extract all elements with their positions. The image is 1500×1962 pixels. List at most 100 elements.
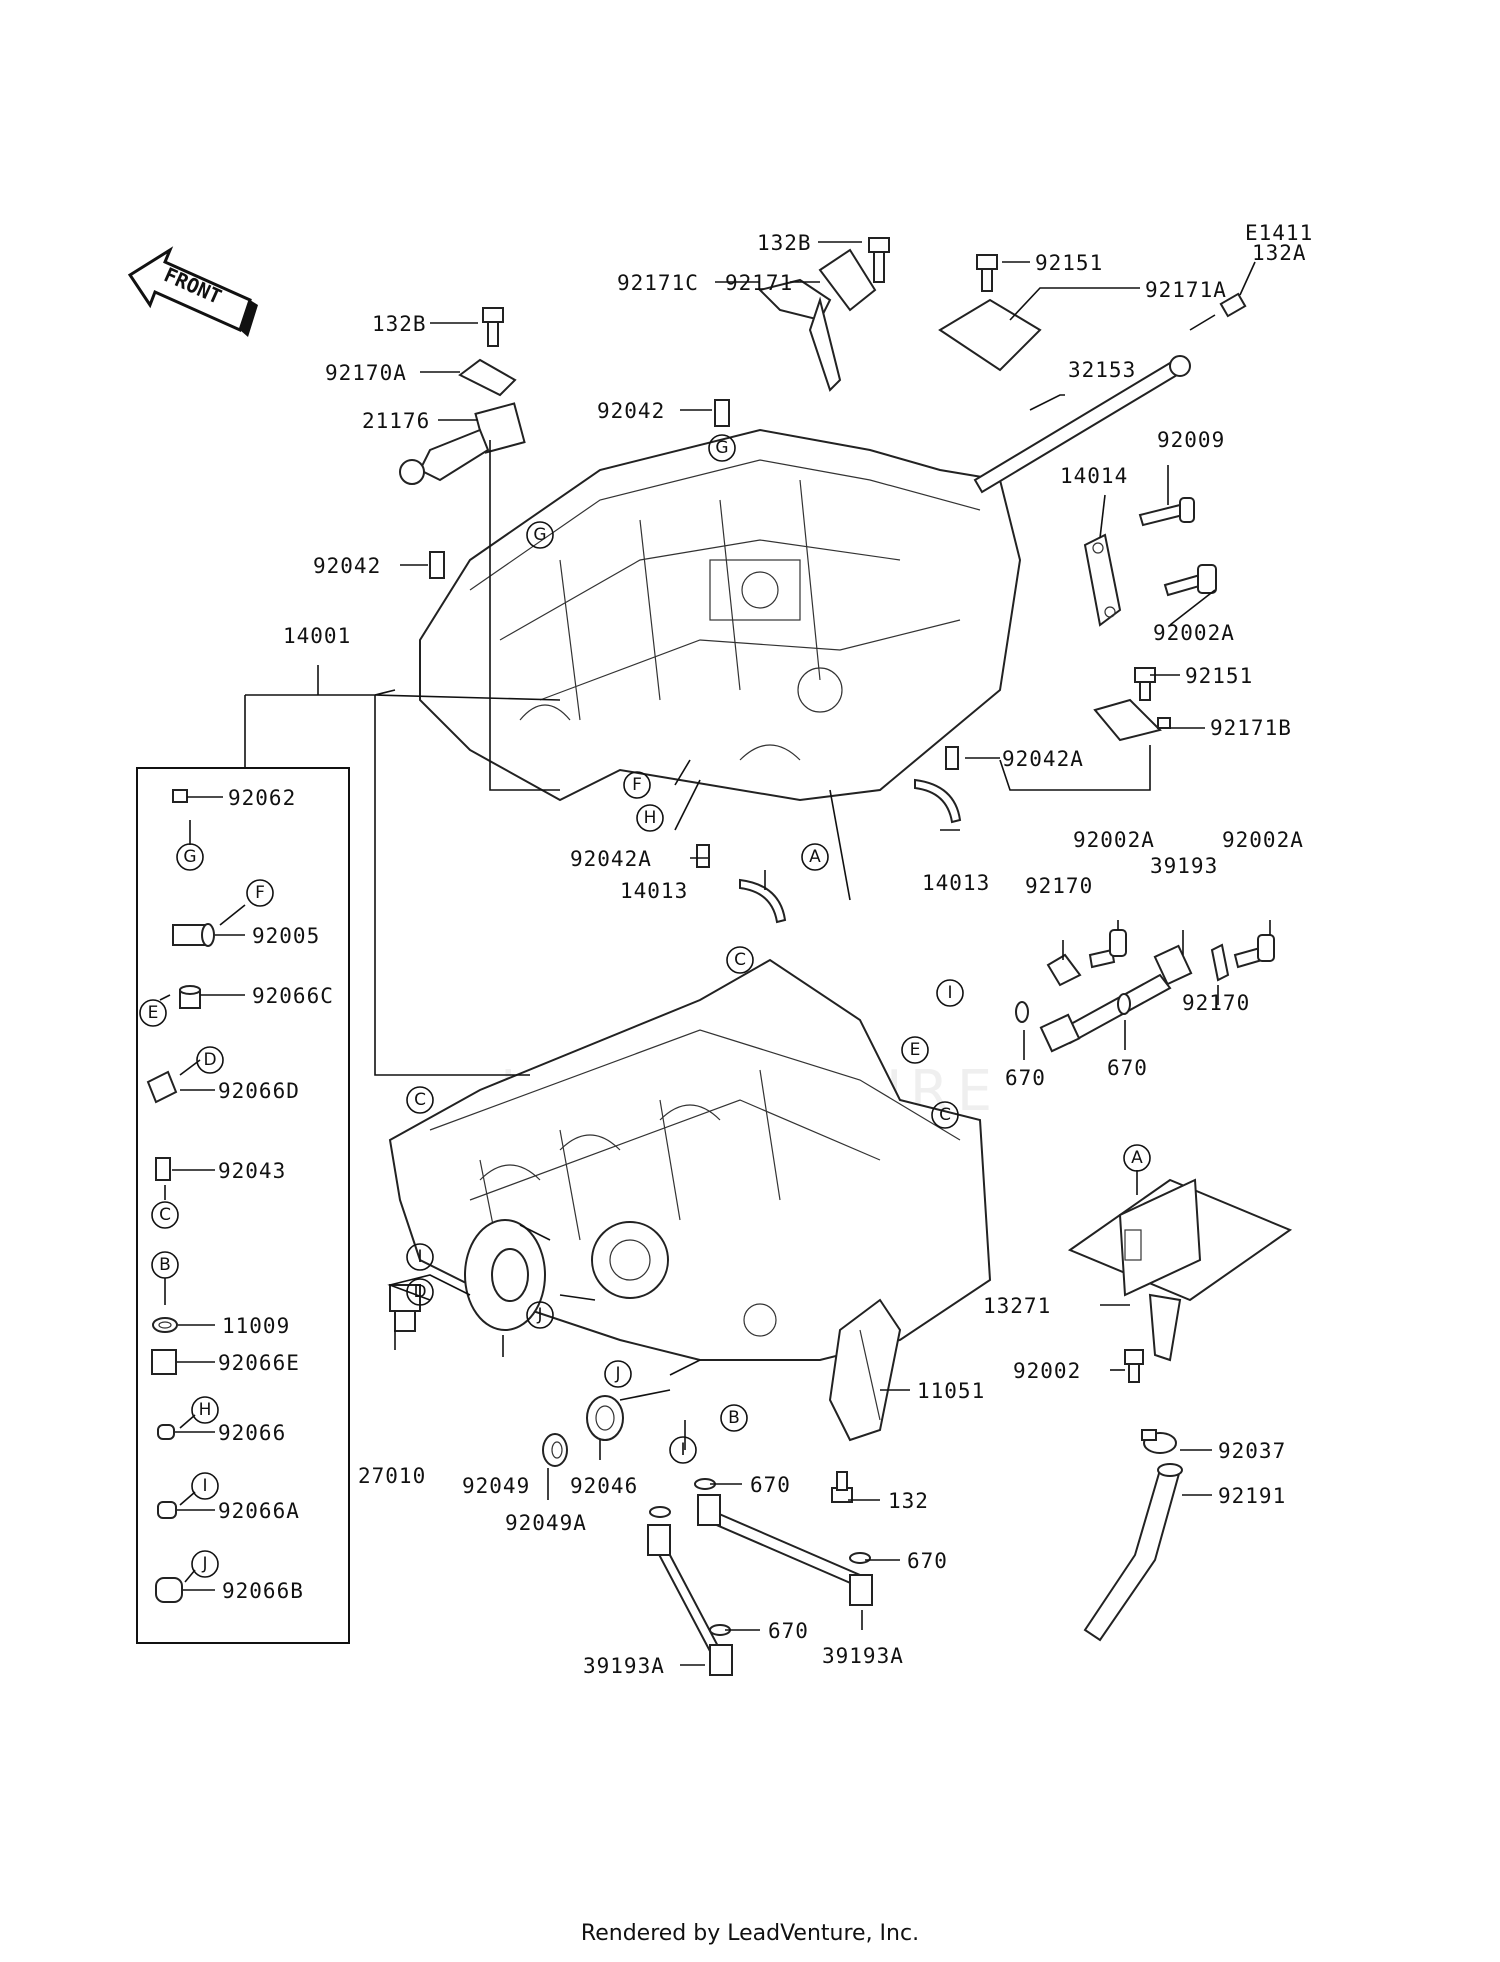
bearing-92046	[586, 1395, 624, 1441]
rod-32153	[973, 355, 1191, 494]
pipe-39193a-upper	[697, 1494, 873, 1606]
bracket-11051	[828, 1298, 902, 1442]
ring-92049a	[542, 1433, 568, 1467]
bolt-92151-right	[1134, 667, 1156, 701]
label-92171a: 92171A	[1145, 278, 1227, 302]
svg-text:H: H	[644, 808, 657, 828]
svg-text:J: J	[536, 1305, 542, 1325]
label-92002a: 92002A	[1073, 828, 1155, 852]
label-11009: 11009	[222, 1314, 290, 1338]
svg-text:I: I	[680, 1440, 685, 1460]
dowel-92042-left	[429, 551, 445, 579]
label-132b: 132B	[757, 231, 812, 255]
svg-text:F: F	[255, 883, 265, 903]
marker-c: C	[931, 1101, 959, 1129]
svg-text:B: B	[728, 1408, 740, 1428]
label-39193a: 39193A	[583, 1654, 665, 1678]
part-labels: 132B 92171 92171C 92151 92171A 132A 3215…	[218, 231, 1307, 1678]
bolt-92002a-mid	[1088, 929, 1127, 969]
bolt-132b-top	[868, 237, 890, 283]
label-92049a: 92049A	[505, 1511, 587, 1535]
marker-e: E	[901, 1036, 929, 1064]
leader-lines	[159, 241, 1271, 1666]
clamp-92171a	[938, 298, 1042, 372]
svg-text:D: D	[203, 1050, 216, 1070]
label-92066a: 92066A	[218, 1499, 300, 1523]
label-92151: 92151	[1185, 664, 1253, 688]
pipe-39193	[1039, 944, 1193, 1053]
label-132a: 132A	[1252, 241, 1307, 265]
svg-text:H: H	[199, 1400, 212, 1420]
svg-text:A: A	[809, 847, 821, 867]
label-92046: 92046	[570, 1474, 638, 1498]
o-ring-670-d	[849, 1552, 871, 1564]
svg-text:A: A	[1131, 1148, 1143, 1168]
marker-i: I	[936, 979, 964, 1007]
label-14013: 14013	[620, 879, 688, 903]
label-92043: 92043	[218, 1159, 286, 1183]
svg-text:C: C	[159, 1205, 171, 1225]
svg-text:C: C	[939, 1105, 951, 1125]
label-14013: 14013	[922, 871, 990, 895]
svg-text:G: G	[533, 525, 546, 545]
label-92066d: 92066D	[218, 1079, 300, 1103]
bracket-92171c	[758, 278, 842, 392]
label-92171c: 92171C	[617, 271, 699, 295]
marker-b: B	[151, 1251, 179, 1279]
label-92005: 92005	[252, 924, 320, 948]
svg-text:I: I	[417, 1247, 422, 1267]
label-92042: 92042	[313, 554, 381, 578]
label-92009: 92009	[1157, 428, 1225, 452]
svg-text:G: G	[183, 847, 196, 867]
bracket-92170-left	[1046, 953, 1082, 987]
marker-j: J	[191, 1550, 219, 1578]
bearing-14013-left	[739, 878, 787, 924]
label-14001: 14001	[283, 624, 351, 648]
drain-bolt-27010	[389, 1284, 421, 1332]
svg-text:I: I	[947, 983, 952, 1003]
bolt-92009	[1138, 497, 1195, 527]
svg-text:C: C	[734, 950, 746, 970]
svg-text:J: J	[201, 1554, 207, 1574]
marker-c: C	[406, 1086, 434, 1114]
label-92171: 92171	[725, 271, 793, 295]
svg-text:E: E	[910, 1040, 921, 1060]
label-92002: 92002	[1013, 1359, 1081, 1383]
label-670: 670	[1005, 1066, 1046, 1090]
marker-e: E	[139, 999, 167, 1027]
marker-h: H	[191, 1396, 219, 1424]
marker-j: J	[526, 1301, 554, 1329]
marker-i: I	[191, 1472, 219, 1500]
plate-14014	[1083, 533, 1122, 627]
label-32153: 32153	[1068, 358, 1136, 382]
label-92066: 92066	[218, 1421, 286, 1445]
label-92151: 92151	[1035, 251, 1103, 275]
o-ring-670-b	[1117, 993, 1131, 1015]
oil-seal-92049	[464, 1219, 546, 1331]
marker-d: D	[406, 1278, 434, 1306]
marker-j: J	[604, 1360, 632, 1388]
marker-i: I	[406, 1243, 434, 1271]
label-14014: 14014	[1060, 464, 1128, 488]
label-92002a: 92002A	[1153, 621, 1235, 645]
svg-text:I: I	[202, 1476, 207, 1496]
bracket-92170-right	[1210, 943, 1230, 982]
dowel-92042a-right	[945, 746, 959, 770]
bracket-92170a	[458, 358, 517, 397]
bolt-92151-top	[976, 254, 998, 292]
marker-a: A	[1123, 1144, 1151, 1172]
bolt-132a	[1189, 292, 1247, 331]
legend-box	[136, 767, 350, 1644]
label-92042: 92042	[597, 399, 665, 423]
label-670: 670	[1107, 1056, 1148, 1080]
label-92042a: 92042A	[570, 847, 652, 871]
marker-c: C	[726, 946, 754, 974]
label-132b: 132B	[372, 312, 427, 336]
dowel-92042a-left	[696, 844, 710, 868]
hose-92191	[1083, 1463, 1183, 1642]
label-27010: 27010	[358, 1464, 426, 1488]
svg-text:G: G	[715, 438, 728, 458]
pipe-39193a-lower	[647, 1524, 733, 1676]
marker-g: G	[708, 434, 736, 462]
label-92049: 92049	[462, 1474, 530, 1498]
